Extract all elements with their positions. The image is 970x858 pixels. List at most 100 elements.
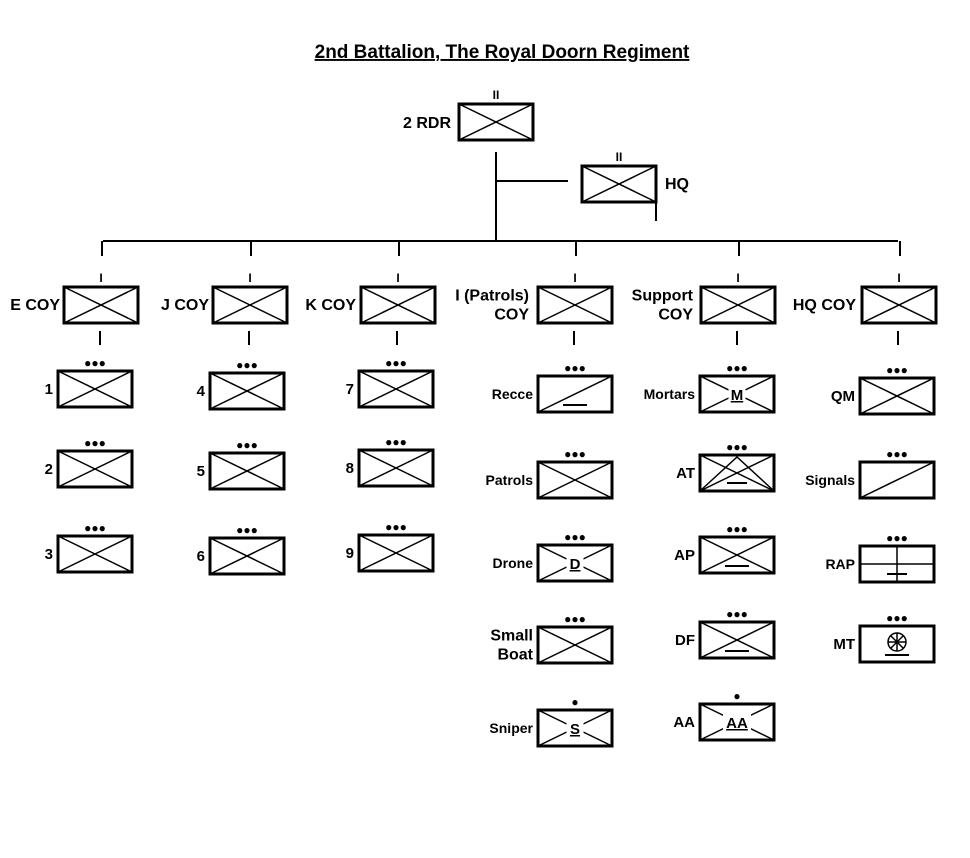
company-label: Support — [632, 288, 694, 305]
unit-e-2: ●●● 2 — [45, 436, 134, 489]
cross-line — [360, 286, 436, 324]
echelon-dots: ●●● — [84, 356, 106, 370]
echelon-dots: ●●● — [84, 521, 106, 535]
echelon-dots: ●●● — [564, 530, 586, 544]
company-label: COY — [658, 307, 693, 324]
unit-label: RAP — [825, 556, 855, 572]
unit-hq-4: ●●●MT — [833, 611, 936, 664]
unit-label: 2 — [45, 461, 53, 478]
cross-line — [581, 165, 657, 203]
inner-letter: S — [570, 721, 580, 738]
inner-letter-bg — [728, 384, 746, 402]
unit-support-2: ●●● AT — [676, 440, 776, 493]
echelon-dots: ●●● — [564, 447, 586, 461]
unit-e-1: ●●●1 — [45, 356, 134, 409]
signals-zigzag — [859, 461, 935, 499]
echelon-dots: ●●● — [385, 356, 407, 370]
unit-label: Small — [490, 628, 533, 645]
company-label: J COY — [161, 297, 209, 314]
company-label: HQ COY — [793, 297, 856, 314]
cross-line — [358, 534, 434, 572]
unit-label: Signals — [805, 472, 855, 488]
unit-hq-3: ●●●RAP — [825, 531, 936, 584]
unit-label: 8 — [346, 460, 354, 477]
cross-line — [212, 286, 288, 324]
echelon-mark: II — [616, 150, 623, 164]
unit-label: QM — [831, 388, 855, 405]
company-label: K COY — [305, 297, 356, 314]
echelon-dots: ●●● — [564, 361, 586, 375]
unit-i-1: ●●●Recce — [492, 361, 614, 414]
unit-j-2: ●●● 5 — [197, 438, 286, 491]
unit-label: 5 — [197, 463, 205, 480]
unit-i-2: ●●● Patrols — [486, 447, 614, 500]
inner-letter: AA — [726, 715, 748, 732]
echelon-mark: I — [736, 271, 739, 285]
cross-line — [537, 286, 613, 324]
cross-line — [57, 535, 133, 573]
battalion-label: 2 RDR — [403, 115, 451, 132]
wheel-spoke — [890, 635, 904, 649]
echelon-dots: ●●● — [84, 436, 106, 450]
echelon-dots: ●●● — [726, 440, 748, 454]
unit-label: DF — [675, 632, 695, 649]
echelon-mark: I — [99, 271, 102, 285]
echelon-dots: ●●● — [385, 435, 407, 449]
echelon-dots: ●●● — [385, 520, 407, 534]
unit-j-3: ●●●6 — [197, 523, 286, 576]
echelon-dots: ●●● — [886, 447, 908, 461]
inner-letter-bg — [566, 718, 584, 736]
echelon-mark: II — [493, 88, 500, 102]
echelon-dots: ●●● — [886, 611, 908, 625]
echelon-dots: ●●● — [726, 607, 748, 621]
cross-line — [358, 370, 434, 408]
company-i: II (Patrols)COY — [455, 271, 614, 345]
company-label: I (Patrols) — [455, 288, 529, 305]
cross-line — [358, 449, 434, 487]
inner-letter: D — [570, 556, 581, 573]
unit-label: Patrols — [486, 472, 534, 488]
echelon-dots: ●●● — [886, 363, 908, 377]
echelon-mark: I — [897, 271, 900, 285]
inner-letter-bg — [566, 553, 584, 571]
echelon-dots: ● — [733, 689, 740, 703]
company-label: COY — [494, 307, 529, 324]
cross-line — [537, 626, 613, 664]
unit-label: 6 — [197, 548, 205, 565]
echelon-mark: I — [396, 271, 399, 285]
company-e: IE COY — [10, 271, 140, 345]
echelon-dots: ●●● — [236, 438, 258, 452]
unit-label: Drone — [493, 555, 534, 571]
inner-letter: M — [731, 387, 744, 404]
cross-line — [458, 103, 534, 141]
cross-line — [57, 370, 133, 408]
echelon-dots: ●●● — [236, 358, 258, 372]
inner-letter-bg — [723, 712, 751, 730]
unit-label: AT — [676, 465, 695, 482]
unit-i-3: ●●● D Drone — [493, 530, 614, 583]
cross-line — [209, 537, 285, 575]
cross-line — [209, 452, 285, 490]
echelon-dots: ● — [571, 695, 578, 709]
company-hq: I HQ COY — [793, 271, 938, 345]
unit-label: 3 — [45, 546, 53, 563]
chart-title: 2nd Battalion, The Royal Doorn Regiment — [315, 42, 690, 63]
cross-line — [209, 372, 285, 410]
cross-line — [861, 286, 937, 324]
company-k: I K COY — [305, 271, 437, 345]
unit-k-1: ●●●7 — [346, 356, 435, 409]
unit-hq-2: ●●● Signals — [805, 447, 936, 500]
unit-k-3: ●●●9 — [346, 520, 435, 573]
unit-support-4: ●●● DF — [675, 607, 776, 660]
anti-tank-chevron — [699, 455, 775, 492]
cross-line — [57, 450, 133, 488]
battalion-node: II 2 RDR — [403, 88, 535, 142]
unit-e-3: ●●● 3 — [45, 521, 134, 574]
